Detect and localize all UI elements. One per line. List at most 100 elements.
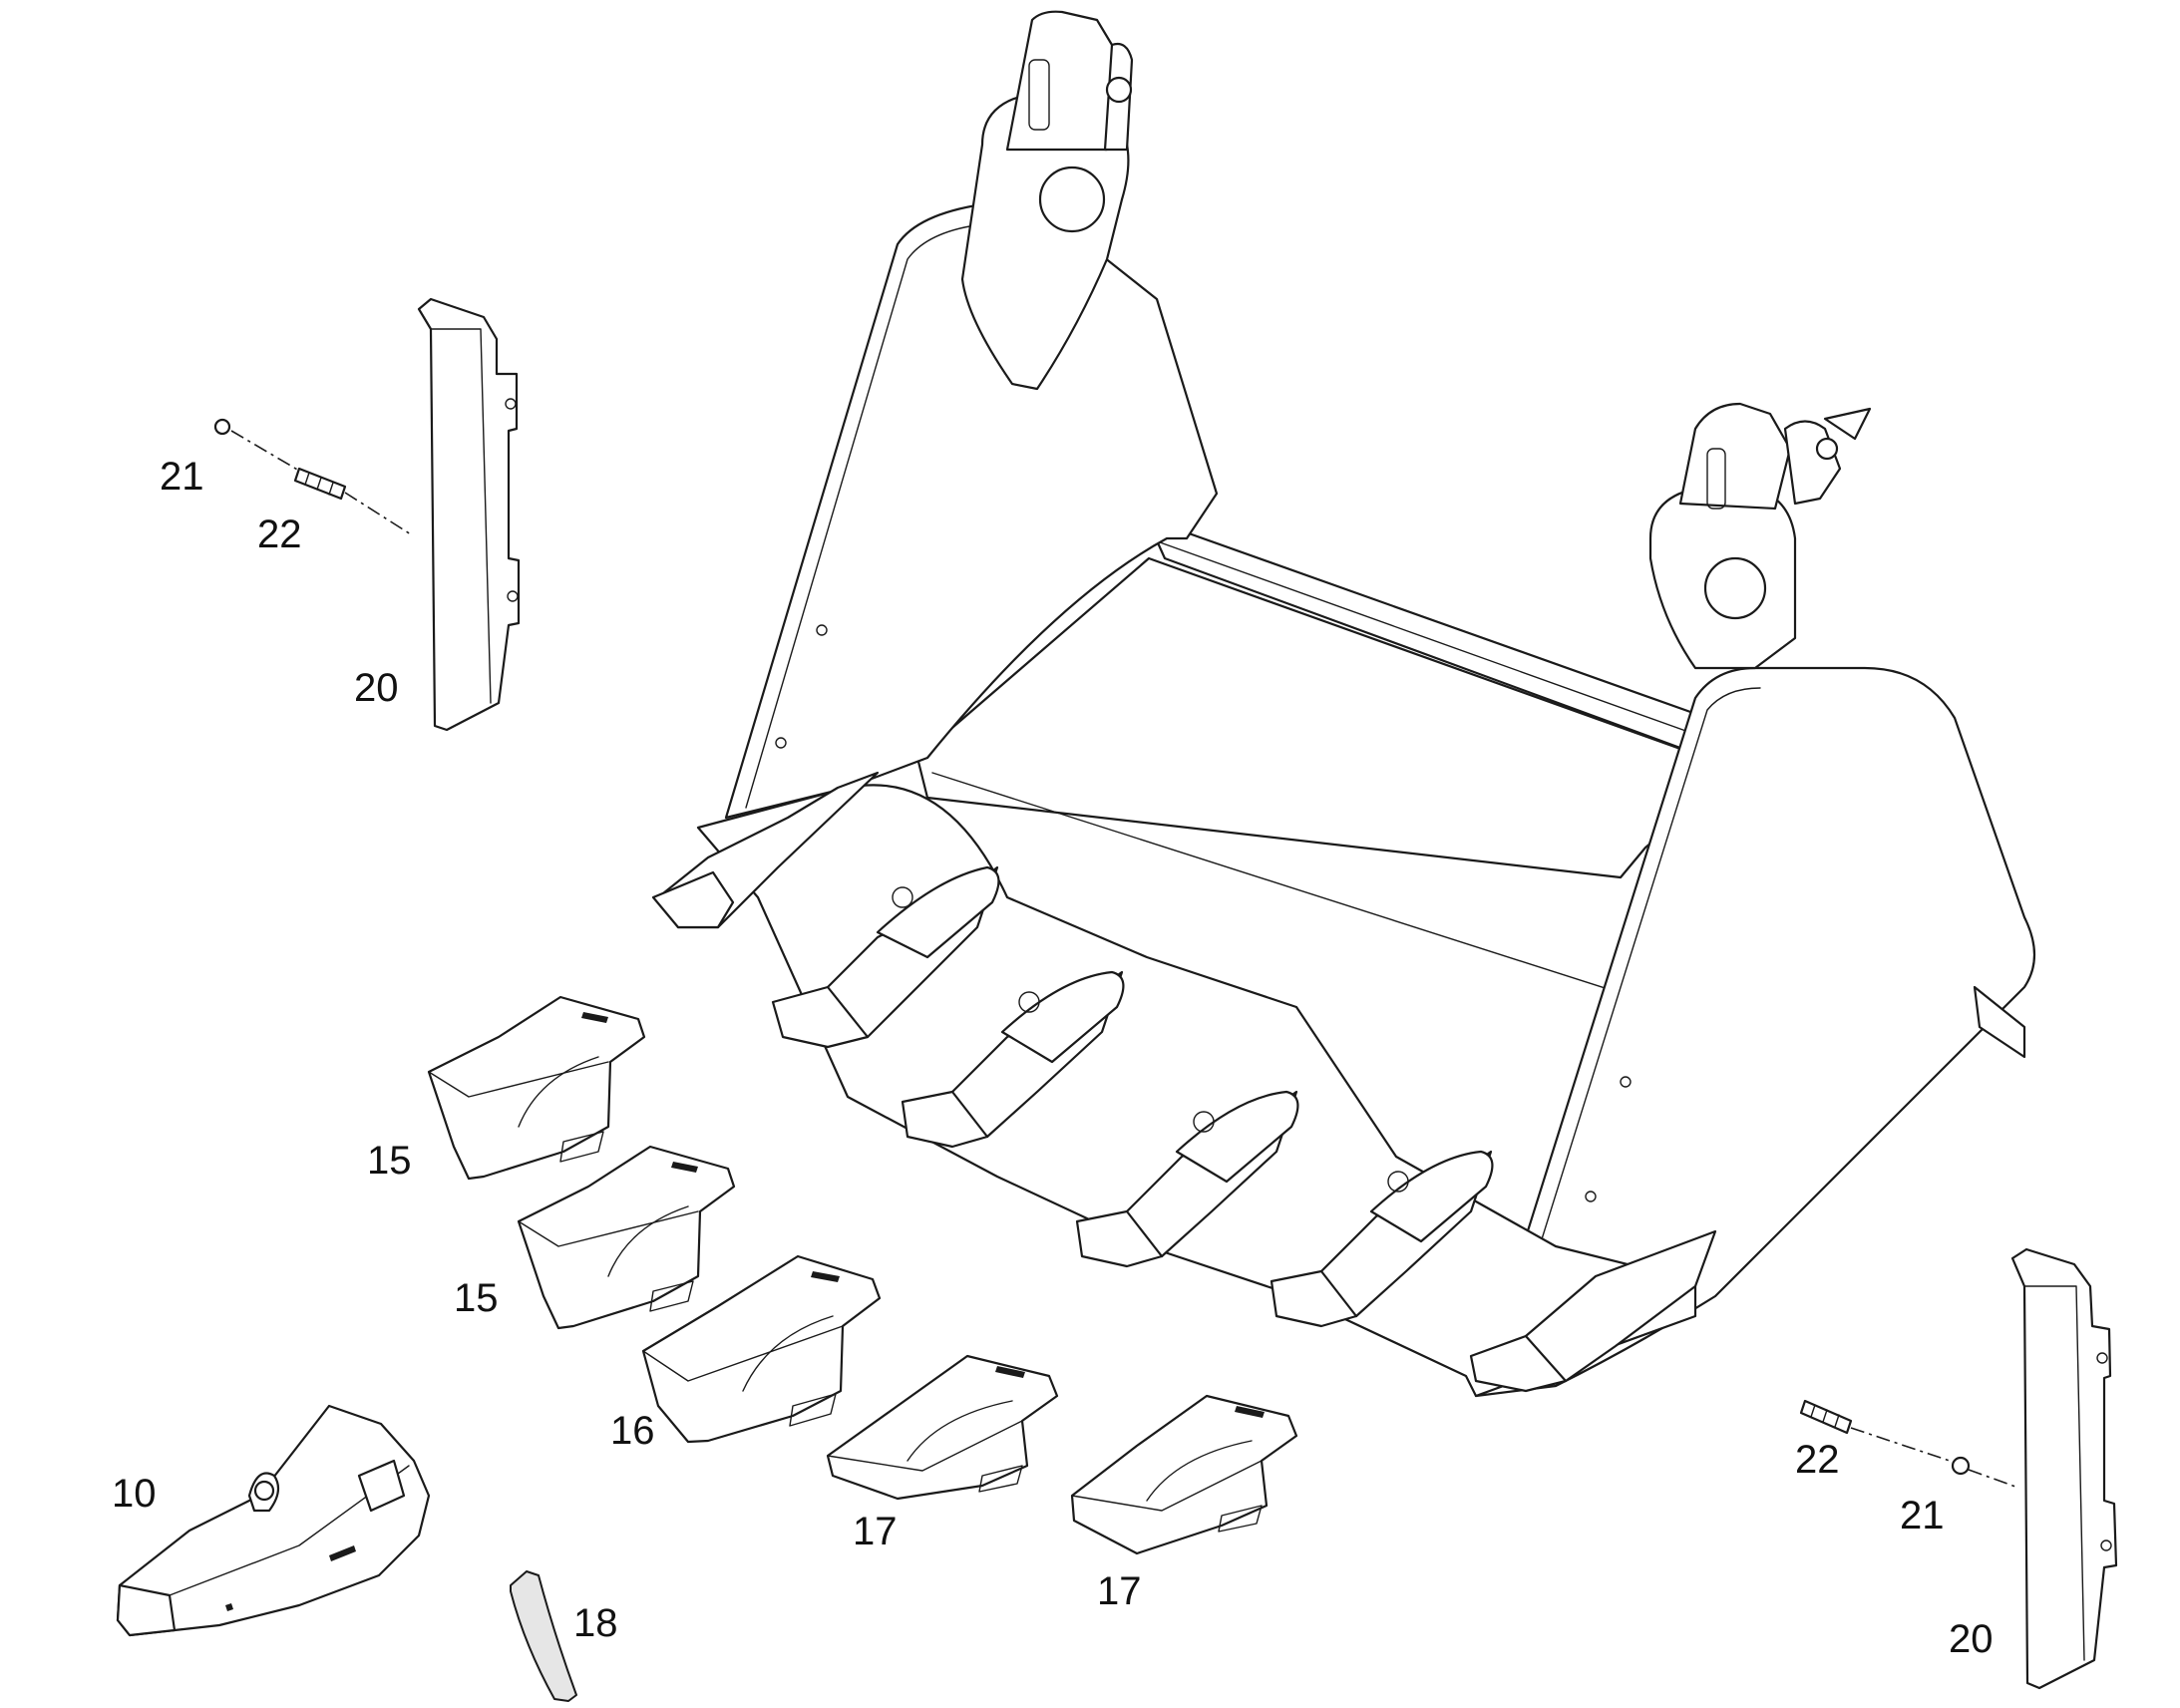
mounted-adapter-5 [1369,1150,1494,1243]
right-wall-tab [1973,985,2026,1059]
side-cutter-right-hole-2 [2100,1539,2112,1551]
side-cutter-left-assembly [213,297,521,732]
tooth-tip-15-b-mark [671,1162,698,1173]
mounted-tooth-2-tip [771,985,870,1049]
mounted-adapter-3 [1000,970,1125,1064]
tooth-tip-17-a-mark [995,1366,1025,1378]
left-ear-bore [1038,166,1106,233]
pin-right-ribs [1810,1404,1840,1428]
tooth-tip-16 [641,1254,882,1444]
tooth-tip-16-notch [789,1393,837,1427]
tooth-tip-17-b-notch [1218,1505,1263,1533]
assembly-axis-right [1850,1427,2019,1489]
adapter-10-mark [329,1545,356,1561]
tooth-tip-16-groove [742,1315,834,1392]
callout-21-right: 21 [1900,1494,1945,1537]
tooth-tip-15-b-notch [649,1280,694,1312]
bucket-beam-edge [1148,537,1706,739]
tooth-tip-17-b-groove [1146,1440,1253,1502]
tooth-tip-17-a-groove [907,1400,1013,1462]
callout-10: 10 [112,1472,157,1516]
retaining-ring-left [213,418,231,436]
mounted-teeth [651,771,1717,1393]
callout-20-left: 20 [354,666,399,710]
tooth-tip-17-a [826,1354,1059,1501]
tooth-tip-17-b-mark [1235,1406,1265,1418]
tooth-tip-17-a-notch [978,1465,1023,1493]
right-wall-edge [1495,687,1761,1387]
adapter-10-dot [225,1603,233,1611]
right-wall-hole [1620,1076,1632,1088]
wear-strip-18-body [510,1570,577,1702]
mounted-adapter-2-pin [892,886,913,908]
tooth-tip-15-b-body [517,1145,736,1330]
right-ear-link [1678,402,1792,511]
bucket-floor-line [931,772,1696,1018]
mounted-adapter-5-pin [1387,1171,1409,1193]
tooth-tip-17-b [1070,1394,1298,1555]
bucket-body [696,10,2035,1398]
side-cutter-right-edge [2023,1285,2085,1661]
right-ear-slot [1706,448,1726,510]
tooth-tip-15-a [427,995,646,1181]
adapter-10 [116,1404,431,1637]
right-side-wall [1474,666,2035,1398]
mounted-tooth-4-tip [1075,1209,1164,1268]
left-wall-hole [816,624,828,636]
tooth-tip-16-body [641,1254,882,1444]
mounted-tooth-1-tip [651,870,735,929]
tooth-tip-17-b-body [1070,1394,1298,1555]
callout-20-right: 20 [1949,1617,1994,1661]
wear-strip-18 [510,1570,577,1702]
mounted-tooth-5-tip [1270,1269,1358,1328]
side-cutter-right-hole-1 [2096,1352,2108,1364]
callout-15-a: 15 [367,1139,412,1183]
mounted-adapter-2 [876,865,1000,959]
callout-18: 18 [573,1601,618,1645]
tooth-tip-15-b [517,1145,736,1330]
tooth-tip-17-b-edge [1071,1460,1263,1512]
mounted-adapter-3-pin [1018,991,1040,1013]
right-ear-bore [1703,556,1767,620]
pin-left-ribs [304,472,334,496]
callout-17-b: 17 [1097,1569,1142,1613]
tooth-tip-15-b-groove [607,1205,689,1277]
tooth-tip-15-a-notch [559,1131,604,1163]
callout-15-b: 15 [454,1276,499,1320]
right-ear-bracket [1783,420,1842,506]
adapter-10-lock-pin [253,1480,275,1502]
loose-tooth-tips [427,995,1298,1555]
adapter-10-nose [116,1583,177,1637]
tooth-tip-15-a-mark [581,1012,608,1023]
callout-22-left: 22 [257,512,302,556]
side-cutter-right-assembly [1799,1247,2118,1690]
right-wall-hole-2 [1585,1191,1597,1202]
mounted-tooth-6-tip [1469,1334,1568,1393]
callout-22-right: 22 [1795,1438,1840,1482]
tooth-tip-15-a-body [427,995,646,1181]
side-cutter-left-hole-1 [505,398,517,410]
side-cutter-left-hole-2 [507,590,519,602]
callout-17-a: 17 [853,1510,898,1553]
adapter-10-pocket [357,1459,406,1513]
right-ear-pin [1815,437,1839,461]
left-ear-slot [1028,59,1050,131]
left-wall-hole-2 [775,737,787,749]
retaining-ring-right [1951,1456,1971,1476]
tooth-tip-16-mark [811,1271,840,1282]
tooth-tip-17-a-edge [827,1420,1023,1472]
side-cutter-left [417,297,521,732]
side-cutter-left-edge [430,328,492,704]
tooth-tip-15-a-groove [518,1056,599,1128]
pin-right [1799,1399,1853,1435]
pin-left [293,467,347,501]
left-side-wall [724,202,1219,820]
assembly-axis-left [230,430,412,535]
mounted-adapter-4-pin [1193,1111,1215,1133]
tooth-tip-16-edge [642,1325,844,1382]
left-ear-pin [1105,76,1133,104]
callout-21-left: 21 [160,455,204,499]
callout-16: 16 [610,1409,655,1453]
